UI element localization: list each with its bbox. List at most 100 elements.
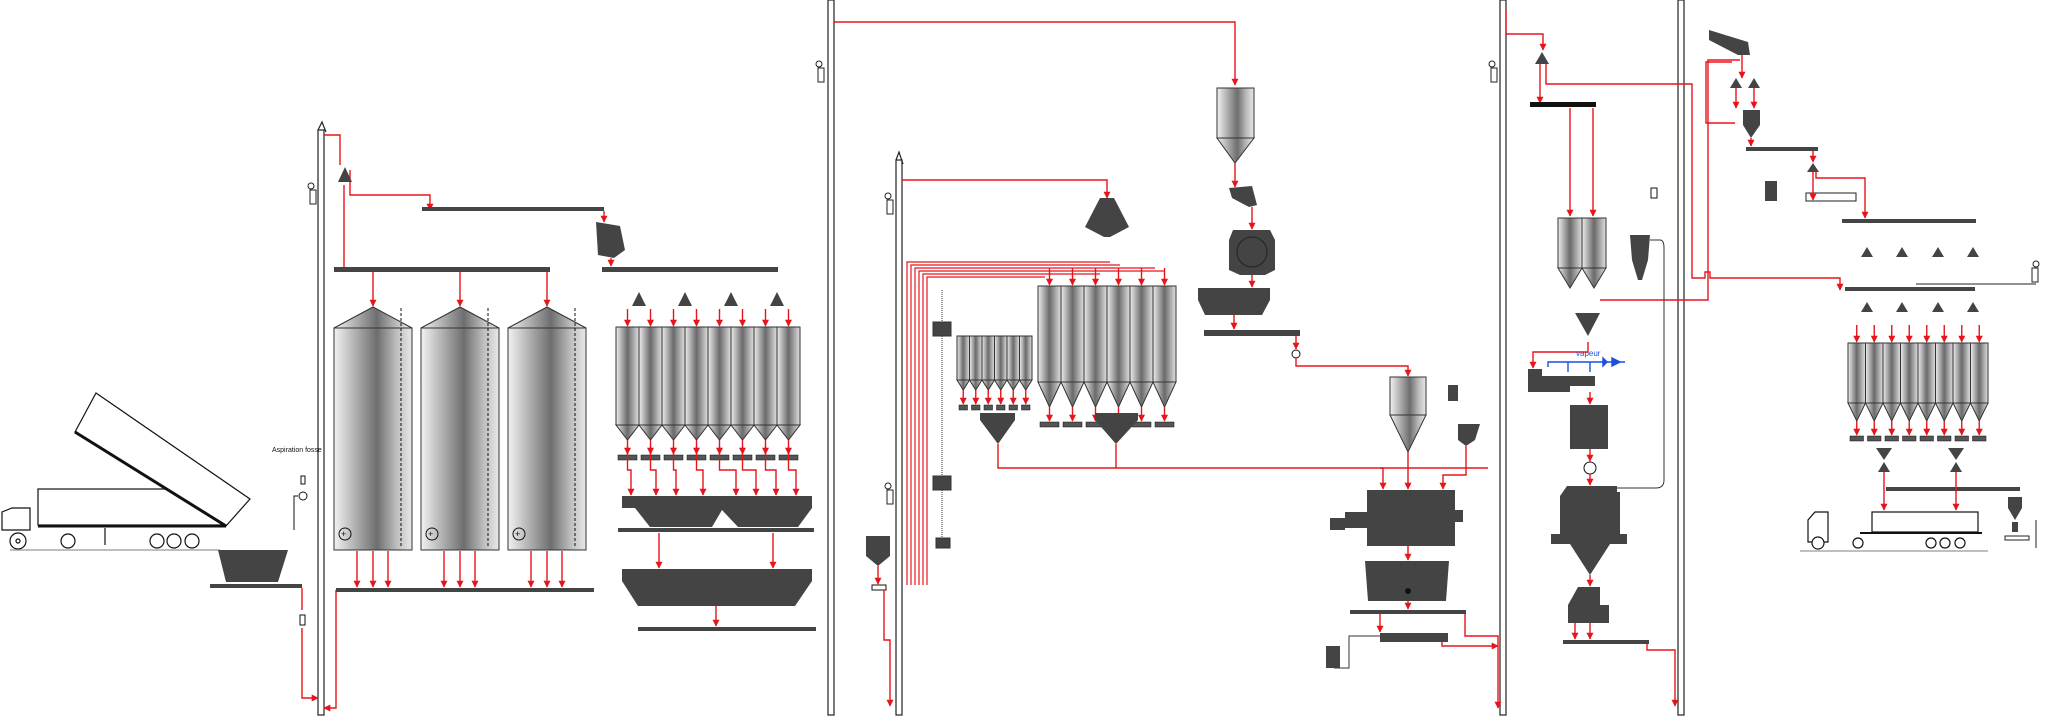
finished-bin-7 (1952, 325, 1972, 442)
dosing-bin-8 (775, 309, 802, 461)
batch-scale (618, 496, 814, 532)
intake-pit (210, 550, 302, 588)
dosing-bins-8 (614, 309, 802, 461)
mixer-main (1330, 490, 1463, 546)
liquid-coater (1326, 633, 1448, 669)
premix-bin (1389, 376, 1427, 454)
silo-discharge-conveyor (336, 588, 594, 592)
dosing-feed-line (695, 446, 707, 496)
mill-conveyor (1204, 330, 1300, 336)
finished-bin-1 (1847, 325, 1867, 442)
filter-icon (307, 60, 2040, 505)
distributor-3 (724, 292, 738, 306)
press-distributor (1535, 52, 1549, 64)
press-bins-2 (1557, 217, 1607, 289)
micro-bin-4 (993, 335, 1008, 411)
distributor-2 (678, 292, 692, 306)
dosing-bin-5 (706, 309, 733, 461)
storage-silo-1: + (333, 306, 413, 551)
ingredient-bin-4 (1106, 268, 1131, 428)
dosing-bin-3 (660, 309, 687, 461)
dosing-bin-1 (614, 309, 641, 461)
flow-lines-finished (1705, 55, 1960, 511)
ingredient-bin-5 (1129, 268, 1154, 428)
finished-mid-conveyor (1845, 287, 1975, 291)
ingredient-bin-1 (1037, 268, 1062, 428)
cleaner (596, 222, 625, 258)
micro-scale (980, 413, 1015, 444)
pit-aspiration-fan-icon (293, 475, 308, 530)
ingredient-bin-2 (1060, 268, 1085, 428)
ingredient-bin-6 (1152, 268, 1177, 428)
sifter-distributor (1807, 163, 1819, 172)
mill-hopper (1198, 288, 1270, 315)
finished-bin-3 (1882, 325, 1902, 442)
finished-bin-8 (1969, 325, 1989, 442)
dosing-bin-2 (637, 309, 664, 461)
press-feed-conveyor (1530, 102, 1596, 107)
dosing-feed-line (718, 446, 740, 496)
svg-text:+: + (515, 529, 520, 539)
sifter-conveyor (1746, 147, 1818, 151)
pellet-press (1570, 405, 1608, 449)
storage-silo-3: + (507, 306, 587, 551)
mixer-outlet-conveyor (1350, 610, 1466, 614)
flow-lines-press (1571, 392, 1679, 707)
pit-aspiration-label: Aspiration fosse (272, 447, 322, 454)
rotary-valve-icon (1291, 349, 1301, 359)
mixer (622, 569, 812, 606)
additive-dosing (1448, 385, 1480, 446)
macro-scale (1095, 413, 1138, 444)
flow-lines-grinding (1230, 163, 1412, 377)
mixer-hopper (1365, 561, 1449, 601)
flow-lines-reception (301, 134, 434, 712)
fan-rack-lines (906, 261, 1165, 585)
rotary-distributor (1085, 198, 1129, 237)
micro-bin-2 (968, 335, 983, 411)
flow-lines-pellet (1505, 10, 1844, 369)
liquid-tank (1326, 646, 1340, 668)
finished-top-conveyor (1842, 219, 1976, 223)
flow-lines-storage (353, 211, 615, 588)
elevator-5 (1677, 0, 1685, 716)
finished-bin-2 (1864, 325, 1884, 442)
finished-distributors (1730, 78, 1760, 88)
rotary-valve-2-icon (1583, 461, 1597, 475)
finished-bins-8 (1847, 325, 1989, 442)
flow-lines-batch (874, 444, 1488, 707)
finished-bin-4 (1899, 325, 1919, 442)
sifter (1743, 110, 1760, 138)
dosing-feed-line (787, 446, 800, 496)
distributor-1 (632, 292, 646, 306)
distributor-4 (770, 292, 784, 306)
micro-bin-3 (981, 335, 996, 411)
mixer-discharge-conveyor (638, 627, 816, 631)
top-conveyor (422, 207, 604, 211)
dosing-bin-7 (752, 309, 779, 461)
press-outlet-conveyor (1563, 640, 1649, 644)
dosing-feed-line (626, 446, 635, 496)
micro-bins-6 (956, 335, 1033, 411)
elevator-4 (1499, 0, 1507, 716)
elevator-3 (895, 150, 904, 716)
dosing-feed-line (649, 446, 660, 496)
distribution-conveyor (602, 267, 778, 272)
finished-bin-6 (1934, 325, 1954, 442)
bagging (2004, 497, 2037, 548)
loadout-truck (1800, 511, 1988, 552)
dosing-feed-line (672, 446, 680, 496)
cyclone-separator (338, 167, 352, 182)
magnet (1229, 186, 1257, 207)
dosing-bin-6 (729, 309, 756, 461)
hammer-mill (1229, 230, 1275, 275)
crumbler (1568, 587, 1609, 623)
micro-vertical-line (932, 290, 952, 549)
elevator-1 (317, 120, 327, 716)
silo-feed-conveyor (334, 267, 550, 272)
fat-tank (1765, 181, 1857, 202)
flow-lines-mixing (1376, 446, 1502, 709)
conditioner (1528, 369, 1595, 392)
dosing-bin-4 (683, 309, 710, 461)
elevator-2 (827, 0, 835, 716)
